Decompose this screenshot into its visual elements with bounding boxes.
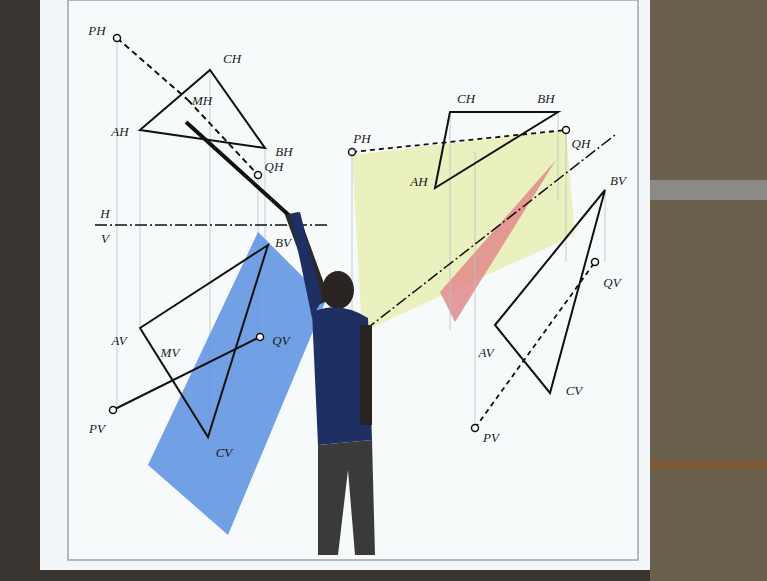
lecturer <box>186 122 375 555</box>
projection-label: AH <box>109 124 130 139</box>
projection-label: AV <box>476 345 495 360</box>
projection-label: QH <box>263 159 286 174</box>
projection-label: QV <box>601 275 622 290</box>
projection-label: MV <box>159 345 182 360</box>
projection-label: PV <box>481 430 501 445</box>
projection-label: QH <box>570 136 593 151</box>
projection-label: PH <box>86 23 107 38</box>
projection-label: BV <box>608 173 628 188</box>
projection-label: BH <box>535 91 556 106</box>
projection-label: CV <box>564 383 585 398</box>
projection-label: CV <box>214 445 235 460</box>
projection-label: CH <box>455 91 477 106</box>
projection-label: AV <box>109 333 128 348</box>
projection-label: V <box>99 231 111 246</box>
projection-label: PV <box>87 421 107 436</box>
projection-label: QV <box>270 333 291 348</box>
projection-label: BH <box>273 144 294 159</box>
projection-label: BV <box>273 235 293 250</box>
projection-label: H <box>98 206 111 221</box>
projection-label: CH <box>221 51 243 66</box>
projection-label: PH <box>351 131 372 146</box>
projection-label: AH <box>408 174 429 189</box>
projection-label: MH <box>190 93 214 108</box>
